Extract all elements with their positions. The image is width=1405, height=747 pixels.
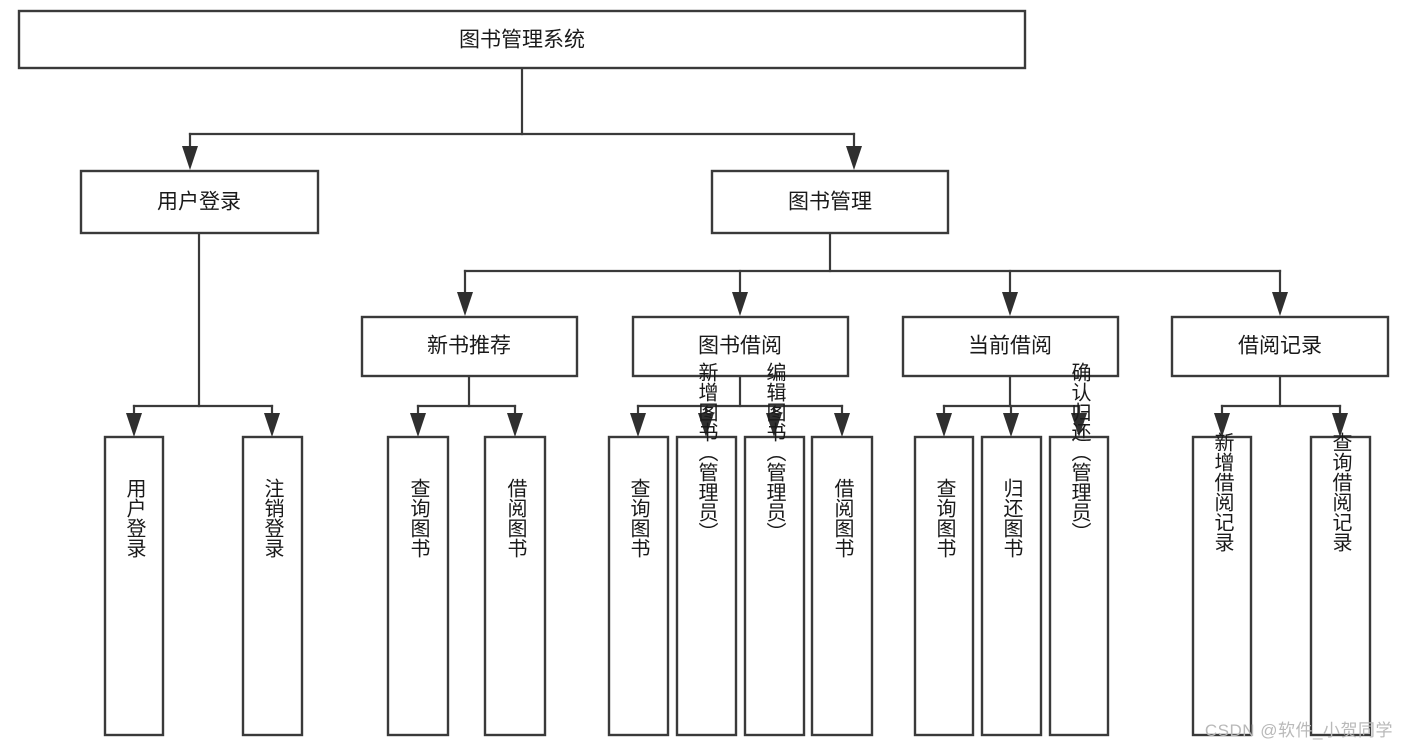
- node-book-borrow-label: 图书借阅: [698, 335, 782, 358]
- connectors-bookborrow-to-leaves: [630, 374, 850, 437]
- node-current-borrow-label: 当前借阅: [968, 335, 1052, 358]
- leaf-query-book-current[interactable]: 查询图书: [913, 435, 975, 737]
- leaf-query-book-recommend-label: 查询图书: [407, 478, 430, 558]
- leaf-return-book-label: 归还图书: [1000, 478, 1023, 558]
- node-borrow-record[interactable]: 借阅记录: [1170, 315, 1390, 378]
- leaf-logout-label: 注销登录: [261, 478, 284, 558]
- connectors-borrowrecord-to-leaves: [1214, 374, 1348, 437]
- leaf-user-login-label: 用户登录: [123, 478, 146, 558]
- node-user-login[interactable]: 用户登录: [79, 169, 320, 235]
- node-root-system[interactable]: 图书管理系统: [17, 9, 1027, 70]
- leaf-query-book-current-label: 查询图书: [933, 478, 956, 558]
- leaf-add-book-admin-label: 新增图书（管理员）: [695, 362, 718, 542]
- leaf-borrow-book-label: 借阅图书: [831, 478, 854, 558]
- node-book-borrow[interactable]: 图书借阅: [631, 315, 850, 378]
- node-current-borrow[interactable]: 当前借阅: [901, 315, 1120, 378]
- leaf-logout[interactable]: 注销登录: [241, 435, 304, 737]
- node-borrow-record-label: 借阅记录: [1238, 335, 1322, 358]
- leaf-query-book-borrow[interactable]: 查询图书: [607, 435, 670, 737]
- leaf-borrow-book-recommend-label: 借阅图书: [504, 478, 527, 558]
- leaf-query-borrow-record-label: 查询借阅记录: [1329, 432, 1352, 552]
- connectors-newbook-to-leaves: [410, 374, 523, 437]
- leaf-edit-book-admin[interactable]: 编辑图书（管理员）: [743, 362, 806, 737]
- node-book-management[interactable]: 图书管理: [710, 169, 950, 235]
- leaf-edit-book-admin-label: 编辑图书（管理员）: [763, 362, 786, 542]
- connectors-root-to-level2: [182, 67, 862, 170]
- node-book-management-label: 图书管理: [788, 191, 872, 214]
- node-user-login-label: 用户登录: [157, 191, 241, 214]
- leaf-add-borrow-record-label: 新增借阅记录: [1211, 432, 1234, 552]
- leaf-confirm-return-admin-label: 确认归还（管理员）: [1068, 362, 1091, 542]
- leaf-return-book[interactable]: 归还图书: [980, 435, 1043, 737]
- leaf-confirm-return-admin[interactable]: 确认归还（管理员）: [1048, 362, 1110, 737]
- leaf-add-book-admin[interactable]: 新增图书（管理员）: [675, 362, 738, 737]
- connectors-userlogin-to-leaves: [126, 231, 280, 437]
- leaf-query-book-recommend[interactable]: 查询图书: [386, 435, 450, 737]
- leaf-query-book-borrow-label: 查询图书: [627, 478, 650, 558]
- leaf-borrow-book[interactable]: 借阅图书: [810, 435, 874, 737]
- leaf-borrow-book-recommend[interactable]: 借阅图书: [483, 435, 547, 737]
- leaf-add-borrow-record[interactable]: 新增借阅记录: [1191, 432, 1253, 737]
- connectors-currentborrow-to-leaves: [936, 374, 1087, 437]
- csdn-watermark: CSDN @软件_小贺同学: [1204, 721, 1393, 740]
- node-root-system-label: 图书管理系统: [459, 29, 585, 52]
- leaf-query-borrow-record[interactable]: 查询借阅记录: [1309, 432, 1372, 737]
- connectors-level2-to-level3: [457, 231, 1288, 316]
- node-new-book-recommend[interactable]: 新书推荐: [360, 315, 579, 378]
- node-new-book-recommend-label: 新书推荐: [427, 335, 511, 358]
- leaf-user-login[interactable]: 用户登录: [103, 435, 165, 737]
